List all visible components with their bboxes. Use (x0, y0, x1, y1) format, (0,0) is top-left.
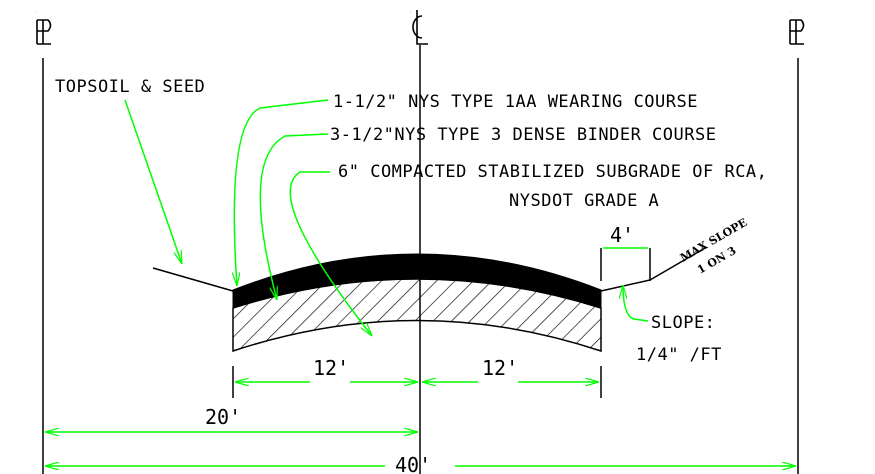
binder-course-leader (259, 133, 329, 300)
subgrade-label-line2: NYSDOT GRADE A (509, 191, 659, 211)
dim-12-right-label: 12' (482, 356, 518, 380)
pl-left-text: PL (36, 11, 38, 13)
pl-symbol-right: PL (789, 11, 805, 45)
subgrade-label-line1: 6" COMPACTED STABILIZED SUBGRADE OF RCA, (338, 162, 767, 182)
shoulder-dim-label: 4' (610, 223, 634, 247)
slope-label-line2: 1/4" /FT (636, 345, 722, 365)
binder-course-label: 3-1/2"NYS TYPE 3 DENSE BINDER COURSE (330, 125, 716, 145)
slope-label-line1: SLOPE: (651, 313, 715, 333)
pl-right-text: PL (790, 11, 792, 13)
slope-leader (623, 285, 649, 322)
max-slope-line (649, 247, 706, 281)
subgrade-leader (289, 171, 372, 336)
binder-course-layer (232, 253, 602, 309)
topsoil-leader (124, 99, 182, 264)
wearing-course-label: 1-1/2" NYS TYPE 1AA WEARING COURSE (333, 92, 698, 112)
dim-20-label: 20' (205, 405, 241, 429)
pl-symbol-left: PL (36, 11, 52, 45)
wearing-course-leader (234, 99, 329, 286)
dim-12-left-label: 12' (313, 356, 349, 380)
ground-line-left (152, 267, 234, 292)
shoulder-right (600, 279, 651, 292)
dim-40-label: 40' (395, 453, 431, 474)
topsoil-label: TOPSOIL & SEED (55, 77, 205, 97)
cl-symbol: CL (410, 10, 428, 45)
cl-text: CL (410, 11, 412, 13)
